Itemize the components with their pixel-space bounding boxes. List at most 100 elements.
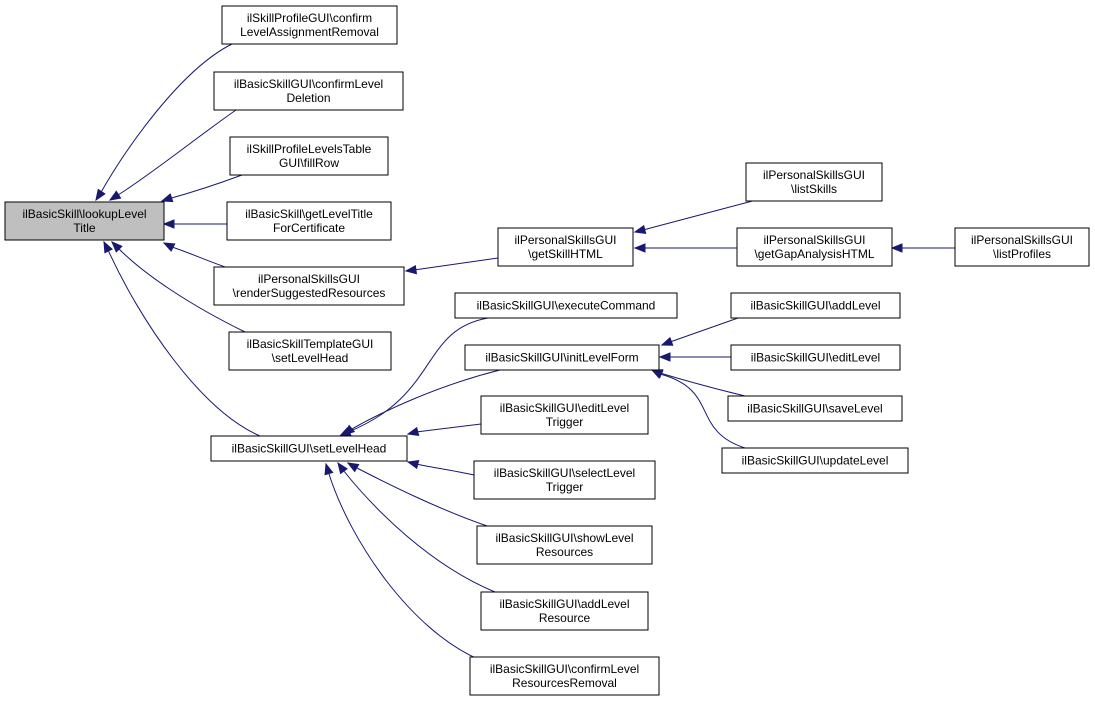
edge-line — [161, 174, 243, 202]
arrow-head-icon — [346, 462, 360, 473]
node-label: ilBasicSkillGUI\confirmLevel — [234, 77, 383, 91]
node-box — [476, 525, 653, 565]
node-label: ForCertificate — [273, 221, 345, 235]
node-label: Resource — [539, 611, 591, 625]
arrow-head-icon — [404, 264, 418, 275]
node-label: Resources — [536, 545, 593, 559]
node-label: \getGapAnalysisHTML — [754, 247, 874, 261]
node-label: \setLevelHead — [272, 351, 349, 365]
edge-n1-n0 — [95, 43, 233, 202]
node-label: ilBasicSkillGUI\updateLevel — [742, 454, 889, 468]
node-label: ilBasicSkillGUI\executeCommand — [477, 299, 656, 313]
node-box — [454, 292, 678, 319]
node-label: ilBasicSkill\lookupLevel — [22, 207, 146, 221]
node-box — [730, 292, 901, 319]
caller-node[interactable]: ilBasicSkillGUI\saveLevel — [727, 395, 903, 422]
node-box — [210, 435, 408, 462]
edge-n17-n8 — [633, 243, 737, 253]
arrow-head-icon — [650, 369, 664, 379]
edge-line — [661, 317, 739, 346]
node-label: ilBasicSkillGUI\addLevel — [750, 299, 880, 313]
arrow-head-icon — [108, 190, 122, 201]
edge-n2-n0 — [108, 109, 237, 201]
node-box — [213, 266, 405, 306]
node-label: \listProfiles — [993, 247, 1051, 261]
node-box — [4, 201, 165, 241]
node-label: \listSkills — [791, 182, 837, 196]
node-label: ilBasicSkillGUI\editLevel — [751, 351, 880, 365]
node-box — [745, 162, 883, 202]
arrow-head-icon — [111, 241, 123, 253]
caller-node[interactable]: ilBasicSkillGUI\initLevelForm — [464, 344, 660, 371]
arrow-head-icon — [890, 243, 903, 253]
node-label: ilBasicSkillGUI\editLevel — [500, 401, 629, 415]
edge-n21-n10 — [650, 369, 746, 397]
arrow-head-icon — [160, 193, 174, 203]
edge-line — [103, 241, 261, 437]
caller-node[interactable]: ilPersonalSkillsGUI\listSkills — [745, 162, 883, 202]
node-box — [213, 71, 404, 111]
arrow-head-icon — [658, 352, 671, 362]
edge-line — [337, 462, 496, 593]
node-box — [480, 591, 649, 631]
node-label: ilBasicSkillGUI\confirmLevel — [490, 662, 639, 676]
edge-n5-n0 — [162, 242, 229, 269]
node-box — [473, 460, 656, 500]
arrow-head-icon — [406, 426, 420, 437]
caller-node[interactable]: ilPersonalSkillsGUI\getGapAnalysisHTML — [736, 227, 893, 267]
node-label: Trigger — [546, 415, 584, 429]
caller-node[interactable]: ilBasicSkillGUI\setLevelHead — [210, 435, 408, 462]
caller-node[interactable]: ilPersonalSkillsGUI\listProfiles — [954, 227, 1090, 267]
arrow-head-icon — [95, 188, 106, 202]
caller-node[interactable]: ilPersonalSkillsGUI\getSkillHTML — [497, 227, 634, 267]
edge-line — [651, 369, 746, 449]
node-label: ilBasicSkillTemplateGUI — [247, 337, 374, 351]
edge-n19-n10 — [660, 317, 739, 346]
graph-edges — [95, 43, 955, 661]
node-label: ilSkillProfileLevelsTable — [247, 142, 372, 156]
node-label: ilPersonalSkillsGUI — [514, 233, 616, 247]
edge-line — [347, 462, 491, 528]
caller-node[interactable]: ilPersonalSkillsGUI\renderSuggestedResou… — [213, 266, 405, 306]
edge-line — [343, 369, 501, 436]
caller-node[interactable]: ilSkillProfileGUI\confirmLevelAssignment… — [221, 5, 398, 45]
edge-n13-n7 — [346, 462, 491, 528]
node-label: ilPersonalSkillsGUI — [258, 272, 360, 286]
caller-node[interactable]: ilBasicSkillGUI\editLevel — [730, 344, 901, 371]
node-label: ilPersonalSkillsGUI — [971, 233, 1073, 247]
caller-node[interactable]: ilBasicSkillGUI\executeCommand — [454, 292, 678, 319]
node-label: ilBasicSkillGUI\selectLevel — [494, 466, 635, 480]
caller-node[interactable]: ilBasicSkillGUI\updateLevel — [721, 447, 909, 474]
arrow-head-icon — [162, 219, 175, 229]
edge-line — [407, 423, 482, 435]
arrow-head-icon — [660, 336, 674, 346]
edge-n10-n7 — [342, 369, 501, 436]
node-box — [228, 331, 392, 371]
edge-line — [111, 241, 246, 333]
caller-node[interactable]: ilBasicSkillGUI\addLevel — [730, 292, 901, 319]
arrow-head-icon — [103, 240, 113, 254]
arrow-head-icon — [633, 224, 647, 235]
node-label: ilSkillProfileGUI\confirm — [247, 11, 372, 25]
edge-n11-n7 — [406, 423, 482, 437]
node-box — [721, 447, 909, 474]
node-label: ilBasicSkillGUI\initLevelForm — [485, 351, 638, 365]
node-box — [736, 227, 893, 267]
edge-line — [634, 198, 761, 233]
caller-node[interactable]: ilBasicSkillGUI\confirmLevelResourcesRem… — [469, 656, 660, 696]
node-label: ResourcesRemoval — [512, 676, 617, 690]
edge-n14-n7 — [337, 461, 496, 593]
caller-node[interactable]: ilBasicSkillTemplateGUI\setLevelHead — [228, 331, 392, 371]
node-label: ilBasicSkill\getLevelTitle — [245, 207, 373, 221]
edge-line — [109, 109, 237, 201]
node-box — [464, 344, 660, 371]
